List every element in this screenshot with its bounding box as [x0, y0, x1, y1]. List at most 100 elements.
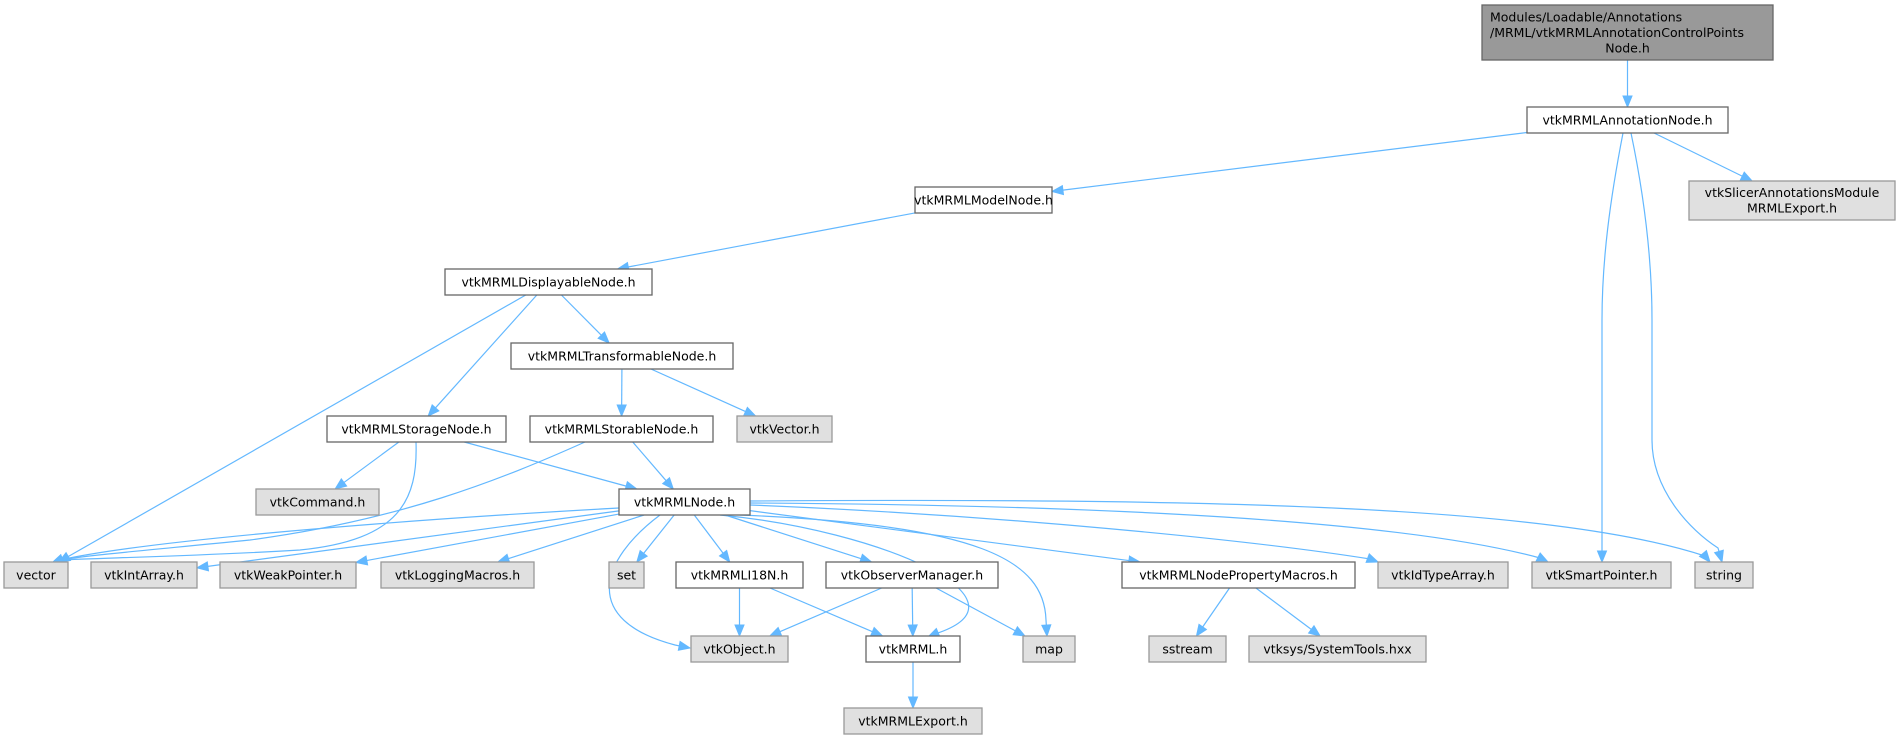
- node-box: [914, 186, 1053, 214]
- edge-propmacros-to-systemtools: [1255, 587, 1322, 637]
- edge-i18n-to-vtkobject: [734, 588, 745, 638]
- edge-line: [59, 507, 620, 561]
- node-idtypearray: vtkIdTypeArray.h: [1377, 561, 1509, 589]
- node-model[interactable]: vtkMRMLModelNode.h: [914, 186, 1053, 214]
- node-propmacros[interactable]: vtkMRMLNodePropertyMacros.h: [1121, 561, 1356, 589]
- node-set: set: [608, 561, 645, 589]
- edge-i18n-to-vtkmrml: [769, 587, 884, 637]
- node-box: [1531, 561, 1672, 589]
- arrowhead-icon: [734, 624, 745, 638]
- edge-annotation-to-string: [1630, 132, 1724, 564]
- edge-line: [59, 441, 417, 561]
- edge-line: [749, 510, 1131, 562]
- node-box: [825, 561, 999, 589]
- node-label: string: [1706, 567, 1742, 582]
- node-label: vtkObserverManager.h: [841, 567, 983, 582]
- node-storable[interactable]: vtkMRMLStorableNode.h: [529, 415, 714, 443]
- node-box: [1688, 180, 1896, 221]
- node-label: sstream: [1162, 641, 1212, 656]
- edge-observer-to-map: [935, 587, 1027, 637]
- node-mrmlnode[interactable]: vtkMRMLNode.h: [618, 488, 751, 516]
- node-command: vtkCommand.h: [255, 488, 380, 516]
- arrowhead-icon: [597, 331, 611, 344]
- node-storage[interactable]: vtkMRMLStorageNode.h: [326, 415, 507, 443]
- node-vtkmrml[interactable]: vtkMRML.h: [865, 635, 961, 663]
- node-label: set: [617, 567, 636, 582]
- node-label: vtkCommand.h: [270, 494, 366, 509]
- edge-line: [749, 504, 1371, 560]
- edge-line: [560, 294, 603, 337]
- edge-line: [1255, 587, 1313, 631]
- edge-line: [507, 514, 645, 560]
- arrowhead-icon: [907, 696, 919, 710]
- edge-line: [749, 502, 1541, 559]
- edge-line: [206, 510, 620, 568]
- arrowhead-icon: [1622, 95, 1633, 109]
- edge-line: [911, 587, 914, 627]
- node-label: vtkVector.h: [749, 421, 819, 436]
- edge-model-to-displayable: [616, 212, 916, 273]
- edge-line: [778, 587, 882, 633]
- node-weakptr: vtkWeakPointer.h: [219, 561, 357, 589]
- edge-mrmlnode-to-weakptr: [354, 513, 620, 566]
- edge-line: [365, 513, 620, 562]
- edge-line: [342, 441, 400, 484]
- edge-line: [608, 514, 681, 647]
- arrowhead-icon: [869, 626, 884, 637]
- node-root[interactable]: Modules/Loadable/Annotations/MRML/vtkMRM…: [1481, 4, 1774, 61]
- arrowhead-icon: [195, 561, 210, 572]
- node-box: [1148, 635, 1227, 663]
- node-box: [618, 488, 751, 516]
- arrowhead-icon: [718, 549, 731, 564]
- edge-root-to-annotation: [1622, 60, 1633, 109]
- node-map: map: [1022, 635, 1076, 663]
- arrowhead-icon: [1739, 171, 1754, 182]
- node-box: [444, 268, 653, 296]
- arrowhead-icon: [1050, 184, 1065, 196]
- edge-line: [693, 514, 725, 555]
- node-box: [1481, 4, 1774, 61]
- arrowhead-icon: [636, 549, 649, 564]
- edge-storage-to-command: [334, 441, 400, 490]
- edge-line: [464, 441, 628, 487]
- node-box: [1694, 561, 1754, 589]
- node-label: vtkMRMLTransformableNode.h: [528, 348, 717, 363]
- arrowhead-icon: [768, 626, 783, 637]
- edge-line: [724, 514, 863, 560]
- edges-layer: [50, 60, 1754, 710]
- node-i18n[interactable]: vtkMRMLI18N.h: [675, 561, 804, 589]
- edge-line: [769, 587, 874, 633]
- node-label: vtkIntArray.h: [104, 567, 184, 582]
- node-transformable[interactable]: vtkMRMLTransformableNode.h: [510, 342, 734, 370]
- arrowhead-icon: [907, 624, 918, 638]
- edge-line: [59, 441, 586, 561]
- node-label: vtkMRMLExport.h: [858, 713, 968, 728]
- node-label: vtkIdTypeArray.h: [1391, 567, 1495, 582]
- edge-mrmlnode-to-smartptr: [749, 502, 1550, 563]
- node-label: vtkObject.h: [703, 641, 775, 656]
- arrowhead-icon: [1307, 624, 1322, 637]
- node-displayable[interactable]: vtkMRMLDisplayableNode.h: [444, 268, 653, 296]
- node-label: vtkWeakPointer.h: [234, 567, 342, 582]
- node-string: string: [1694, 561, 1754, 589]
- edge-observer-to-vtkmrml: [907, 587, 918, 638]
- node-label: vtkMRML.h: [879, 641, 948, 656]
- edge-line: [1061, 131, 1528, 191]
- edge-mrmlnode-to-vtkobject: [608, 514, 692, 651]
- node-label: vtkSmartPointer.h: [1546, 567, 1658, 582]
- node-label: /MRML/vtkMRMLAnnotationControlPoints: [1490, 25, 1744, 40]
- edge-displayable-to-transformable: [560, 294, 611, 344]
- edge-annotation-to-model: [1050, 131, 1528, 196]
- node-vector: vector: [3, 561, 69, 589]
- node-annotation[interactable]: vtkMRMLAnnotationNode.h: [1526, 106, 1729, 134]
- edge-annotation-to-smartptr: [1596, 132, 1624, 564]
- arrowhead-icon: [677, 640, 692, 651]
- edge-line: [642, 514, 675, 555]
- node-observer[interactable]: vtkObserverManager.h: [825, 561, 999, 589]
- node-label: vtkSlicerAnnotationsModule: [1705, 185, 1880, 200]
- node-label: vtkMRMLStorageNode.h: [341, 421, 491, 436]
- node-box: [843, 707, 983, 735]
- node-label: vtkMRMLNodePropertyMacros.h: [1139, 567, 1338, 582]
- arrowhead-icon: [661, 476, 675, 490]
